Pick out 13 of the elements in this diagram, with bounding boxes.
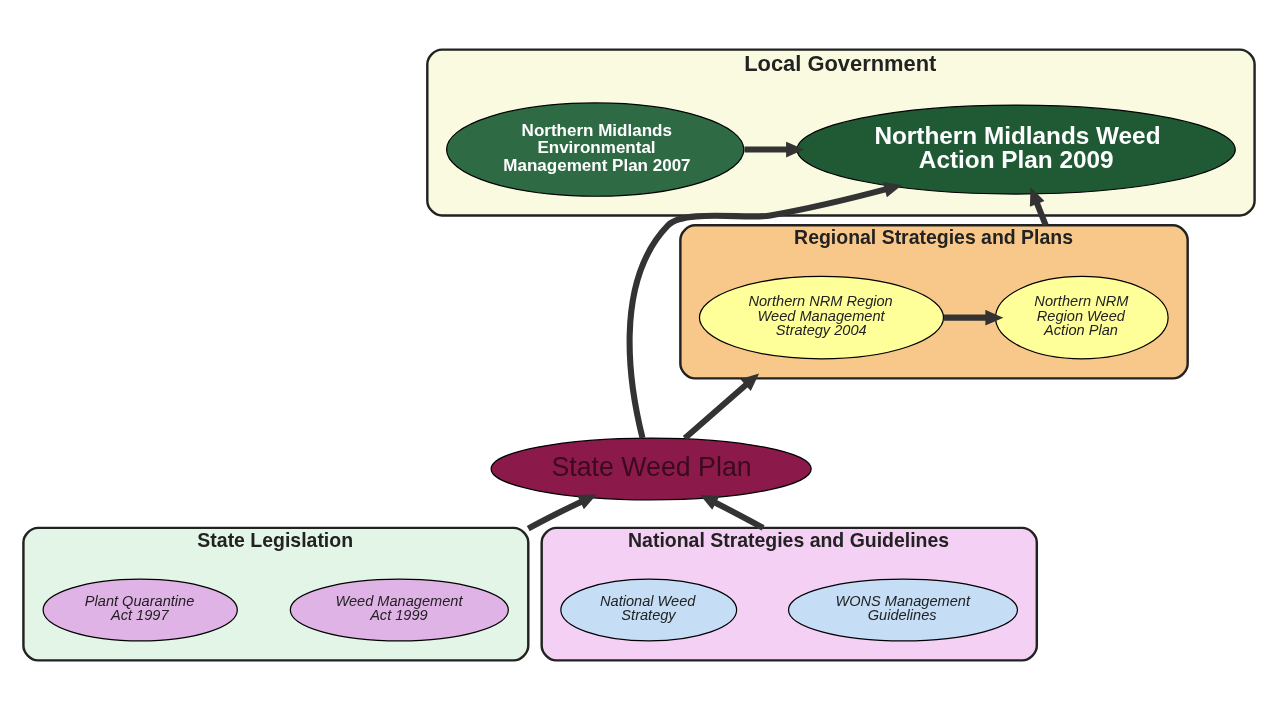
node-ellipse: Northern NRM Region Weed Action Plan: [994, 275, 1169, 359]
node-ellipse: State Weed Plan: [490, 436, 812, 500]
arrow: [626, 181, 903, 439]
node-ellipse: Plant Quarantine Act 1997: [42, 577, 238, 641]
node-ellipse: WONS Management Guidelines: [787, 577, 1019, 641]
arrow: [1029, 186, 1049, 226]
arrow: [682, 372, 760, 441]
node-ellipse: National Weed Strategy: [560, 577, 738, 641]
node-ellipse: Northern Midlands Environmental Management Plan 2007: [445, 101, 745, 197]
arrow: [944, 309, 1004, 325]
arrow: [744, 141, 804, 157]
node-ellipse: Weed Management Act 1999: [289, 577, 509, 641]
node-ellipse: Northern NRM Region Weed Management Strategy 2004: [698, 275, 945, 359]
